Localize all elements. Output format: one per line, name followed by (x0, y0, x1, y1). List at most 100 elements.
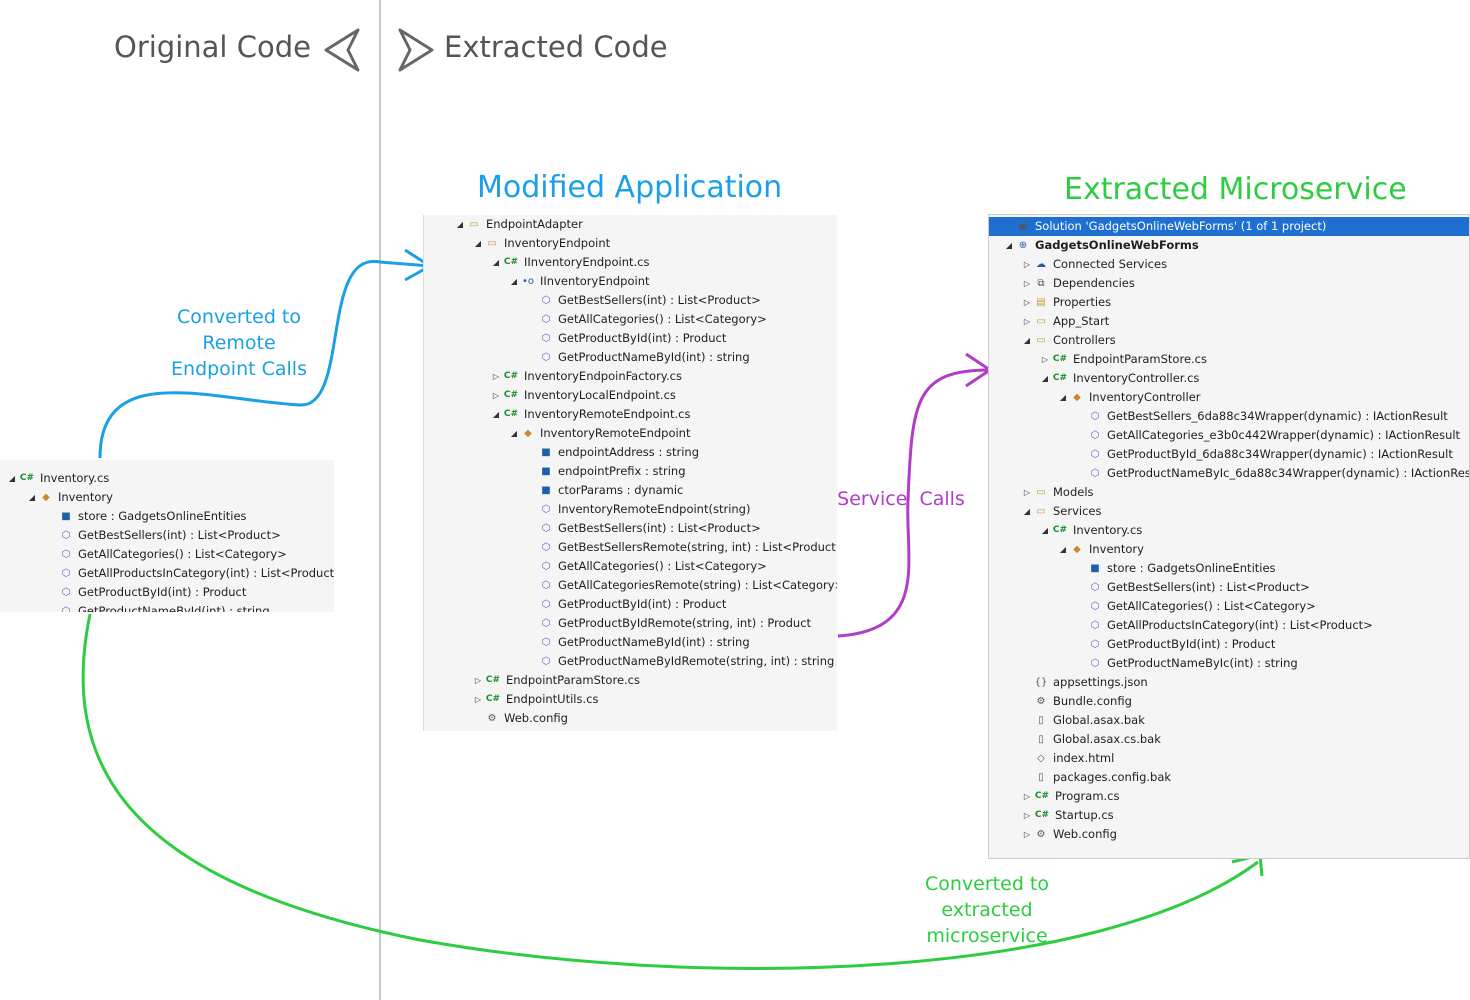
micro-tree-row[interactable]: ■store : GadgetsOnlineEntities (1075, 559, 1275, 578)
original-tree-row[interactable]: ◢◆Inventory (26, 488, 113, 507)
modified-tree-row[interactable]: ⬡GetProductById(int) : Product (526, 595, 727, 614)
collapsed-chevron-icon[interactable]: ▷ (1023, 298, 1031, 307)
remote-annotation-line-1: Converted to (177, 306, 301, 328)
modified-tree-row[interactable]: ▷C#InventoryLocalEndpoint.cs (490, 386, 676, 405)
modified-tree-row[interactable]: ■endpointPrefix : string (526, 462, 685, 481)
collapsed-chevron-icon[interactable]: ▷ (1023, 488, 1031, 497)
collapsed-chevron-icon[interactable]: ▷ (1041, 355, 1049, 364)
micro-tree-row[interactable]: ◢▭Controllers (1021, 331, 1116, 350)
micro-tree-row[interactable]: ⬡GetAllCategories() : List<Category> (1075, 597, 1316, 616)
expanded-chevron-icon[interactable]: ◢ (510, 429, 518, 438)
micro-tree-row[interactable]: ▷▤Properties (1021, 293, 1111, 312)
micro-tree-row[interactable]: ⬡GetProductById_6da88c34Wrapper(dynamic)… (1075, 445, 1453, 464)
expanded-chevron-icon[interactable]: ◢ (1041, 374, 1049, 383)
modified-tree-row[interactable]: ⬡InventoryRemoteEndpoint(string) (526, 500, 751, 519)
original-tree-row[interactable]: ⬡GetAllProductsInCategory(int) : List<Pr… (46, 564, 334, 583)
modified-tree-row[interactable]: ◢▭InventoryEndpoint (472, 234, 610, 253)
modified-tree-row[interactable]: ⬡GetProductNameByIdRemote(string, int) :… (526, 652, 835, 671)
collapsed-chevron-icon[interactable]: ▷ (1023, 317, 1031, 326)
original-tree-row[interactable]: ■store : GadgetsOnlineEntities (46, 507, 246, 526)
folder-icon: ▭ (487, 238, 497, 249)
micro-tree-row[interactable]: ⬡GetAllCategories_e3b0c442Wrapper(dynami… (1075, 426, 1460, 445)
collapsed-chevron-icon[interactable]: ▷ (492, 391, 500, 400)
modified-tree-row[interactable]: ◢▭EndpointAdapter (454, 215, 583, 234)
expanded-chevron-icon[interactable]: ◢ (510, 277, 518, 286)
expanded-chevron-icon[interactable]: ◢ (492, 410, 500, 419)
method-icon: ⬡ (541, 504, 551, 515)
modified-tree-row[interactable]: ■ctorParams : dynamic (526, 481, 683, 500)
modified-tree-row[interactable]: ◢C#IInventoryEndpoint.cs (490, 253, 650, 272)
micro-tree-row[interactable]: ▷☁Connected Services (1021, 255, 1167, 274)
micro-tree-row[interactable]: ▯Global.asax.bak (1021, 711, 1145, 730)
micro-tree-row[interactable]: ▯packages.config.bak (1021, 768, 1171, 787)
original-tree-row[interactable]: ⬡GetBestSellers(int) : List<Product> (46, 526, 281, 545)
micro-tree-row[interactable]: ⚙Bundle.config (1021, 692, 1132, 711)
modified-tree-row[interactable]: ⬡GetBestSellersRemote(string, int) : Lis… (526, 538, 837, 557)
modified-tree-row[interactable]: ⬡GetProductByIdRemote(string, int) : Pro… (526, 614, 811, 633)
micro-tree-row[interactable]: ▯Global.asax.cs.bak (1021, 730, 1161, 749)
micro-tree-row[interactable]: {}appsettings.json (1021, 673, 1148, 692)
micro-tree-row[interactable]: ▷▭Models (1021, 483, 1094, 502)
expanded-chevron-icon[interactable]: ◢ (1041, 526, 1049, 535)
collapsed-chevron-icon[interactable]: ▷ (474, 695, 482, 704)
modified-tree-row[interactable]: ⬡GetAllCategories() : List<Category> (526, 557, 767, 576)
micro-tree-row[interactable]: ⬡GetProductById(int) : Product (1075, 635, 1276, 654)
micro-tree-row[interactable]: ⬡GetAllProductsInCategory(int) : List<Pr… (1075, 616, 1373, 635)
micro-tree-row[interactable]: ▷⧉Dependencies (1021, 274, 1135, 293)
expanded-chevron-icon[interactable]: ◢ (456, 220, 464, 229)
original-tree-row[interactable]: ⬡GetAllCategories() : List<Category> (46, 545, 287, 564)
collapsed-chevron-icon[interactable]: ▷ (1023, 260, 1031, 269)
micro-tree-row[interactable]: ◢C#Inventory.cs (1039, 521, 1142, 540)
expanded-chevron-icon[interactable]: ◢ (8, 474, 16, 483)
expanded-chevron-icon[interactable]: ◢ (492, 258, 500, 267)
collapsed-chevron-icon[interactable]: ▷ (492, 372, 500, 381)
micro-tree-row[interactable]: ◇index.html (1021, 749, 1114, 768)
micro-tree-row[interactable]: ▣Solution 'GadgetsOnlineWebForms' (1 of … (989, 217, 1469, 236)
micro-tree-row[interactable]: ⬡GetBestSellers_6da88c34Wrapper(dynamic)… (1075, 407, 1448, 426)
micro-tree-row[interactable]: ◢◆Inventory (1057, 540, 1144, 559)
modified-tree-row[interactable]: ⬡GetBestSellers(int) : List<Product> (526, 291, 761, 310)
modified-tree-row[interactable]: ⬡GetAllCategories() : List<Category> (526, 310, 767, 329)
micro-tree-row[interactable]: ◢◆InventoryController (1057, 388, 1201, 407)
original-tree-row[interactable]: ◢C#Inventory.cs (6, 469, 109, 488)
modified-tree-row[interactable]: ▷C#EndpointParamStore.cs (472, 671, 640, 690)
expanded-chevron-icon[interactable]: ◢ (474, 239, 482, 248)
collapsed-chevron-icon[interactable]: ▷ (1023, 811, 1031, 820)
modified-tree-row[interactable]: ▷C#InventoryEndpoinFactory.cs (490, 367, 682, 386)
modified-tree-row[interactable]: ▷C#EndpointUtils.cs (472, 690, 599, 709)
micro-tree-row[interactable]: ▷C#EndpointParamStore.cs (1039, 350, 1207, 369)
modified-tree-row[interactable]: ⬡GetAllCategoriesRemote(string) : List<C… (526, 576, 837, 595)
micro-tree-row[interactable]: ⬡GetBestSellers(int) : List<Product> (1075, 578, 1310, 597)
modified-tree-row[interactable]: ⬡GetProductNameById(int) : string (526, 348, 750, 367)
collapsed-chevron-icon[interactable]: ▷ (1023, 279, 1031, 288)
collapsed-chevron-icon[interactable]: ▷ (1023, 830, 1031, 839)
modified-tree-row[interactable]: ⬡GetProductById(int) : Product (526, 329, 727, 348)
micro-tree-row[interactable]: ▷C#Program.cs (1021, 787, 1120, 806)
expanded-chevron-icon[interactable]: ◢ (1023, 336, 1031, 345)
micro-tree-row[interactable]: ▷▭App_Start (1021, 312, 1109, 331)
micro-tree-row[interactable]: ▷⚙Web.config (1021, 825, 1117, 844)
modified-tree-row[interactable]: ◢◆InventoryRemoteEndpoint (508, 424, 691, 443)
expanded-chevron-icon[interactable]: ◢ (1059, 393, 1067, 402)
micro-tree-row[interactable]: ◢⊕GadgetsOnlineWebForms (1003, 236, 1199, 255)
modified-tree-row[interactable]: ⬡GetBestSellers(int) : List<Product> (526, 519, 761, 538)
expanded-chevron-icon[interactable]: ◢ (1005, 241, 1013, 250)
original-tree-row[interactable]: ⬡GetProductNameById(int) : string (46, 602, 270, 612)
modified-tree-row[interactable]: ⚙Web.config (472, 709, 568, 728)
expanded-chevron-icon[interactable]: ◢ (1059, 545, 1067, 554)
original-tree-row[interactable]: ⬡GetProductById(int) : Product (46, 583, 247, 602)
expanded-chevron-icon[interactable]: ◢ (28, 493, 36, 502)
modified-tree-row[interactable]: ■endpointAddress : string (526, 443, 699, 462)
expanded-chevron-icon[interactable]: ◢ (1023, 507, 1031, 516)
micro-tree-row[interactable]: ▷C#Startup.cs (1021, 806, 1114, 825)
micro-tree-row[interactable]: ◢▭Services (1021, 502, 1102, 521)
modified-tree-row[interactable]: ⬡GetProductNameById(int) : string (526, 633, 750, 652)
collapsed-chevron-icon[interactable]: ▷ (1023, 792, 1031, 801)
modified-tree-row[interactable]: ◢C#InventoryRemoteEndpoint.cs (490, 405, 691, 424)
micro-tree-row[interactable]: ⬡GetProductNameByIc(int) : string (1075, 654, 1298, 673)
config-file-icon: ⚙ (1036, 829, 1046, 840)
collapsed-chevron-icon[interactable]: ▷ (474, 676, 482, 685)
micro-tree-row[interactable]: ◢C#InventoryController.cs (1039, 369, 1200, 388)
micro-tree-row[interactable]: ⬡GetProductNameByIc_6da88c34Wrapper(dyna… (1075, 464, 1469, 483)
